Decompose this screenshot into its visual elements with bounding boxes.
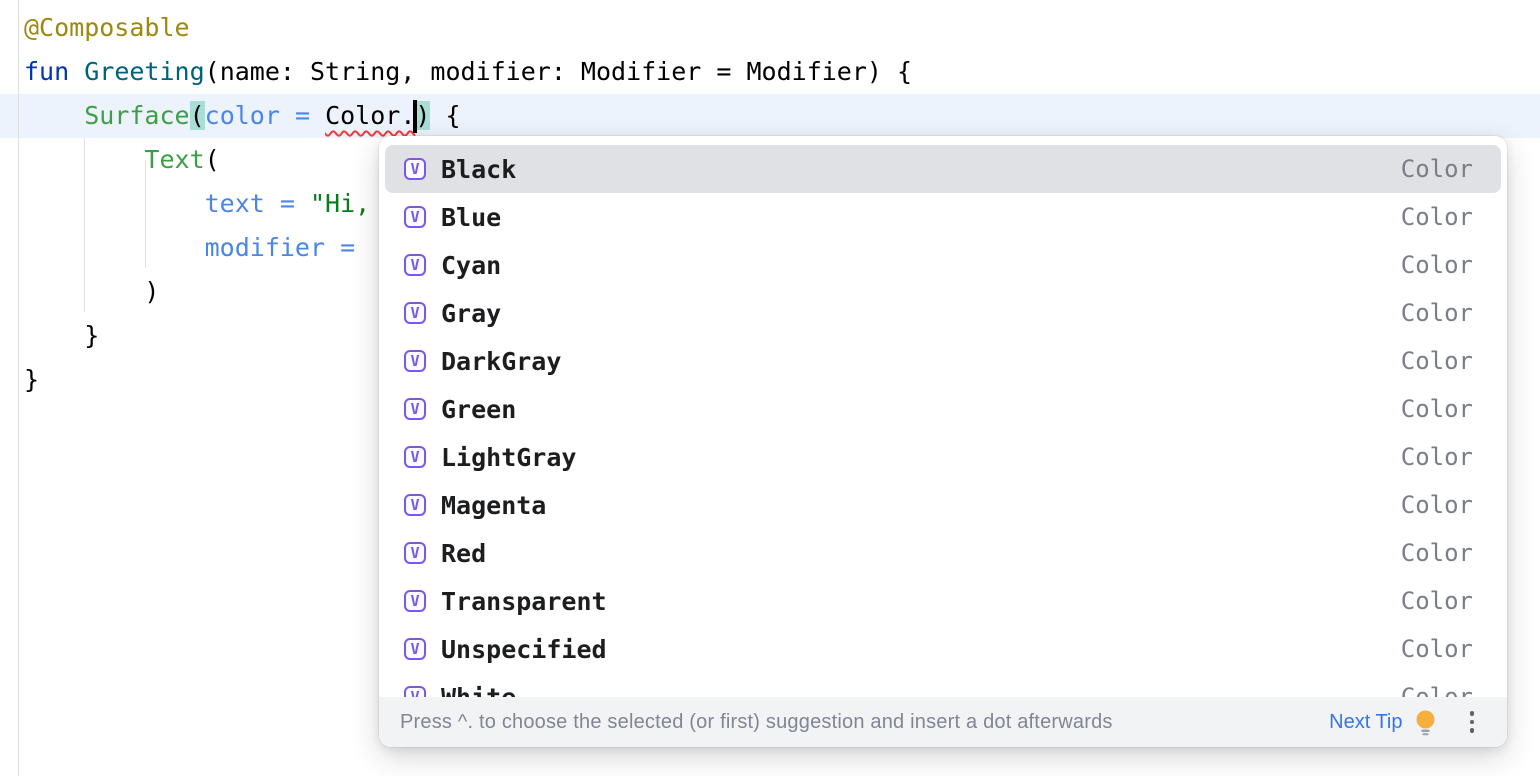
value-icon: V	[404, 350, 426, 372]
item-label: Unspecified	[441, 634, 607, 664]
code-token: color =	[204, 101, 310, 130]
item-type: Color	[1400, 491, 1473, 519]
code-token: @Composable	[24, 13, 190, 42]
item-label: Blue	[441, 202, 502, 232]
completion-item-blue[interactable]: V Blue Color	[379, 193, 1507, 241]
code-token	[24, 101, 84, 130]
value-icon: V	[404, 638, 426, 660]
value-icon: V	[404, 254, 426, 276]
code-token: Surface	[84, 101, 190, 130]
value-icon: V	[404, 446, 426, 468]
code-line[interactable]: @Composable	[24, 6, 912, 50]
item-type: Color	[1400, 635, 1473, 663]
code-token: Text	[144, 145, 205, 174]
item-type: Color	[1400, 299, 1473, 327]
value-icon: V	[404, 398, 426, 420]
value-icon: V	[404, 686, 426, 697]
code-token	[24, 145, 144, 174]
gutter-separator	[18, 0, 19, 776]
code-token: text =	[204, 189, 295, 218]
code-token: )	[24, 277, 160, 306]
code-line[interactable]: fun Greeting(name: String, modifier: Mod…	[24, 50, 912, 94]
next-tip-link[interactable]: Next Tip	[1329, 710, 1403, 733]
value-icon: V	[404, 158, 426, 180]
code-token: (name: String, modifier: Modifier = Modi…	[204, 57, 913, 86]
code-line[interactable]: Surface(color = Color.) {	[24, 94, 912, 138]
completion-item-gray[interactable]: V Gray Color	[379, 289, 1507, 337]
item-type: Color	[1400, 683, 1473, 697]
item-type: Color	[1400, 539, 1473, 567]
kebab-menu-icon[interactable]	[1464, 707, 1481, 737]
item-type: Color	[1400, 395, 1473, 423]
completion-item-transparent[interactable]: V Transparent Color	[379, 577, 1507, 625]
item-type: Color	[1400, 443, 1473, 471]
code-token	[24, 189, 205, 218]
item-type: Color	[1400, 587, 1473, 615]
code-area[interactable]: @Composable fun Greeting(name: String, mo…	[24, 6, 912, 402]
item-type: Color	[1400, 155, 1473, 183]
item-label: Cyan	[441, 250, 502, 280]
code-token: fun	[24, 57, 70, 86]
completion-item-magenta[interactable]: V Magenta Color	[379, 481, 1507, 529]
completion-item-cyan[interactable]: V Cyan Color	[379, 241, 1507, 289]
completion-item-white[interactable]: V White Color	[379, 673, 1507, 697]
code-line[interactable]: modifier =	[24, 226, 912, 270]
indent-guide	[84, 138, 85, 312]
caret-line-highlight	[0, 94, 1540, 138]
completion-hint-bar: Press ^. to choose the selected (or firs…	[379, 697, 1507, 747]
code-line[interactable]: }	[24, 314, 912, 358]
code-line[interactable]: Text(	[24, 138, 912, 182]
code-token: modifier =	[204, 233, 356, 262]
completion-item-red[interactable]: V Red Color	[379, 529, 1507, 577]
item-type: Color	[1400, 347, 1473, 375]
code-token	[355, 233, 370, 262]
code-line[interactable]: text = "Hi,	[24, 182, 912, 226]
indent-guide	[145, 160, 146, 268]
code-token: Color.	[325, 101, 416, 130]
code-line[interactable]: )	[24, 270, 912, 314]
lightbulb-icon	[1413, 709, 1438, 736]
item-label: Black	[441, 154, 517, 184]
code-token	[295, 189, 310, 218]
code-token	[69, 57, 84, 86]
code-token: (	[189, 101, 205, 130]
hint-text: Press ^. to choose the selected (or firs…	[400, 710, 1113, 733]
item-label: Magenta	[441, 490, 547, 520]
item-label: Red	[441, 538, 487, 568]
value-icon: V	[404, 494, 426, 516]
code-token: Greeting	[84, 57, 205, 86]
code-line[interactable]: }	[24, 358, 912, 402]
code-token	[310, 101, 325, 130]
completion-item-green[interactable]: V Green Color	[379, 385, 1507, 433]
completion-item-black[interactable]: V Black Color	[385, 145, 1501, 193]
value-icon: V	[404, 302, 426, 324]
completion-item-lightgray[interactable]: V LightGray Color	[379, 433, 1507, 481]
item-label: LightGray	[441, 442, 577, 472]
code-token: {	[430, 101, 461, 130]
item-label: Transparent	[441, 586, 607, 616]
item-label: DarkGray	[441, 346, 562, 376]
item-label: Green	[441, 394, 517, 424]
value-icon: V	[404, 590, 426, 612]
item-label: White	[441, 682, 517, 698]
code-token: }	[24, 321, 100, 350]
code-token: }	[24, 365, 40, 394]
code-token: (	[204, 145, 220, 174]
completion-item-darkgray[interactable]: V DarkGray Color	[379, 337, 1507, 385]
code-token	[24, 233, 205, 262]
code-token: "Hi,	[310, 189, 371, 218]
item-label: Gray	[441, 298, 502, 328]
item-type: Color	[1400, 203, 1473, 231]
value-icon: V	[404, 542, 426, 564]
completion-item-unspecified[interactable]: V Unspecified Color	[379, 625, 1507, 673]
item-type: Color	[1400, 251, 1473, 279]
value-icon: V	[404, 206, 426, 228]
code-token: )	[415, 101, 431, 130]
